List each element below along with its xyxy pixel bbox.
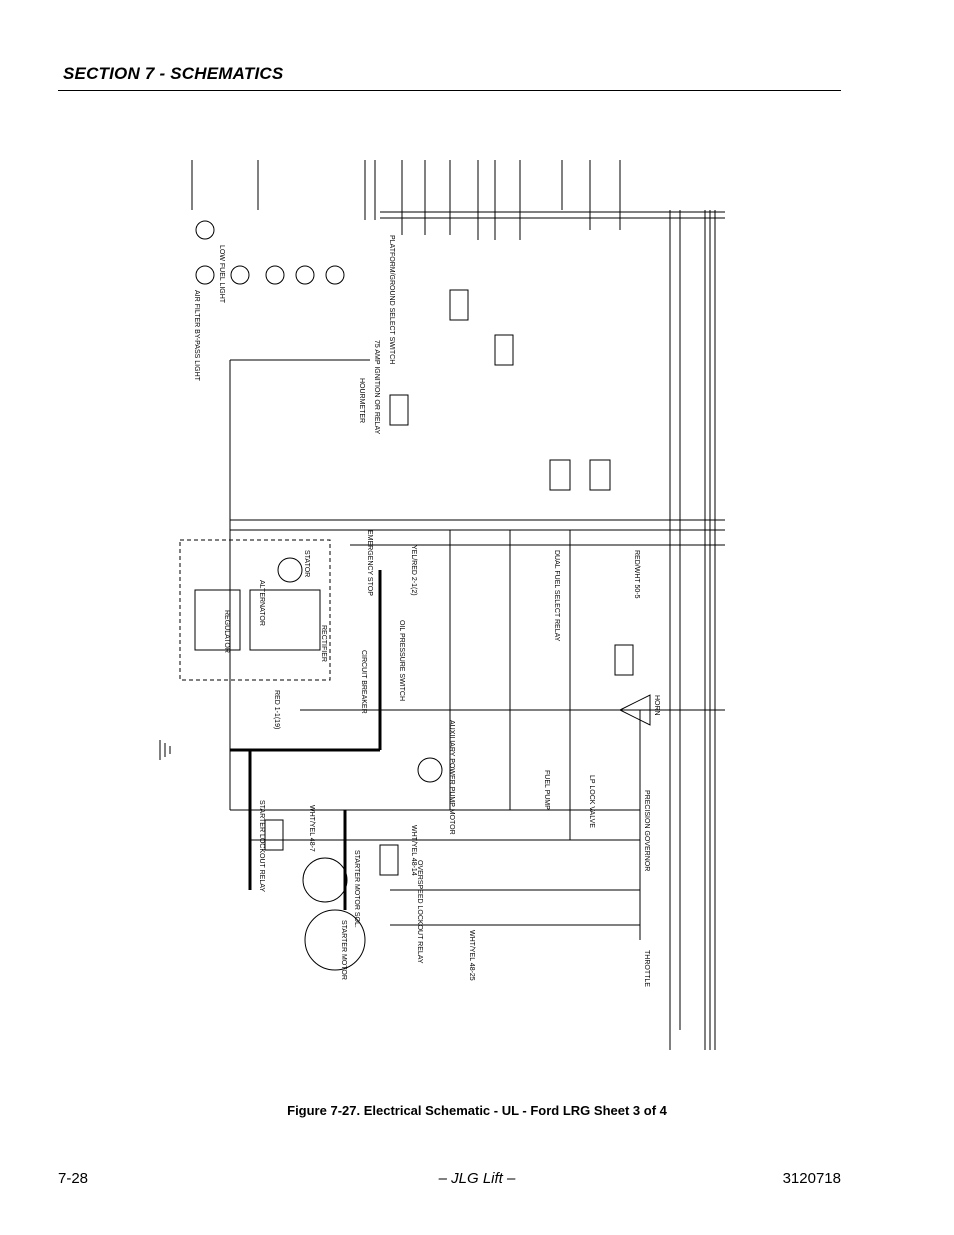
document-number: 3120718 xyxy=(782,1170,841,1187)
label-starter-sol: STARTER MOTOR SOL. xyxy=(353,850,360,928)
horn-symbol xyxy=(618,694,651,726)
label-starter-motor: STARTER MOTOR xyxy=(340,920,347,980)
label-yel-red: YEL/RED 2-1(2) xyxy=(410,545,417,596)
label-lp-lock: LP LOCK VALVE xyxy=(588,775,595,828)
label-precision-governor: PRECISION GOVERNOR xyxy=(643,790,650,871)
figure-caption: Figure 7-27. Electrical Schematic - UL -… xyxy=(287,1103,667,1118)
page-number: 7-28 xyxy=(58,1170,89,1187)
label-wht-yel-4825: WHT/YEL 48-25 xyxy=(468,930,475,981)
label-alternator: ALTERNATOR xyxy=(258,580,265,626)
vertical-trunks xyxy=(229,360,641,940)
label-air-filter: AIR FILTER BY-PASS LIGHT xyxy=(193,290,200,382)
label-circuit-breaker: CIRCUIT BREAKER xyxy=(360,650,367,714)
label-oil-pressure: OIL PRESSURE SWITCH xyxy=(398,620,405,701)
label-ignition-relay: 75 AMP IGNITION OR RELAY xyxy=(373,340,380,435)
label-emergency-stop: EMERGENCY STOP xyxy=(366,530,373,596)
motors xyxy=(302,757,443,971)
ground-symbols xyxy=(159,740,171,760)
label-platform-ground: PLATFORM/GROUND SELECT SWITCH xyxy=(388,235,395,364)
section-title: SECTION 7 - SCHEMATICS xyxy=(63,64,284,83)
label-fuel-pump: FUEL PUMP xyxy=(543,770,550,810)
label-overspeed: OVERSPEED LOCKOUT RELAY xyxy=(416,860,423,964)
header-divider xyxy=(58,90,841,91)
label-rectifier: RECTIFIER xyxy=(320,625,327,662)
label-wht-yel-487: WHT/YEL 48-7 xyxy=(308,805,315,852)
alternator-regulator-block xyxy=(179,539,331,681)
label-starter-lockout: STARTER LOCKOUT RELAY xyxy=(258,800,265,892)
indicator-lamps xyxy=(195,220,345,285)
label-aux-pump: AUXILIARY POWER PUMP MOTOR xyxy=(448,720,455,835)
label-wht-yel-4814: WHT/YEL 48-14 xyxy=(410,825,417,876)
label-low-fuel: LOW FUEL LIGHT xyxy=(218,245,225,304)
label-red-11: RED 1-1(19) xyxy=(273,690,280,729)
electrical-schematic: ALTERNATOR REGULATOR RECTIFIER STATOR ST… xyxy=(150,150,725,1070)
label-throttle: THROTTLE xyxy=(643,950,650,987)
label-stator: STATOR xyxy=(303,550,310,577)
footer-publisher: – JLG Lift – xyxy=(438,1170,516,1187)
label-red-wht: RED/WHT 50-5 xyxy=(633,550,640,599)
label-hourmeter: HOURMETER xyxy=(358,378,365,423)
horizontal-buses xyxy=(230,211,725,926)
label-dual-fuel: DUAL FUEL SELECT RELAY xyxy=(553,550,560,642)
top-wire-stubs xyxy=(191,160,621,240)
relay-boxes xyxy=(264,289,634,876)
right-bus-lines xyxy=(669,210,716,1050)
label-regulator: REGULATOR xyxy=(223,610,230,653)
label-horn: HORN xyxy=(653,695,660,716)
